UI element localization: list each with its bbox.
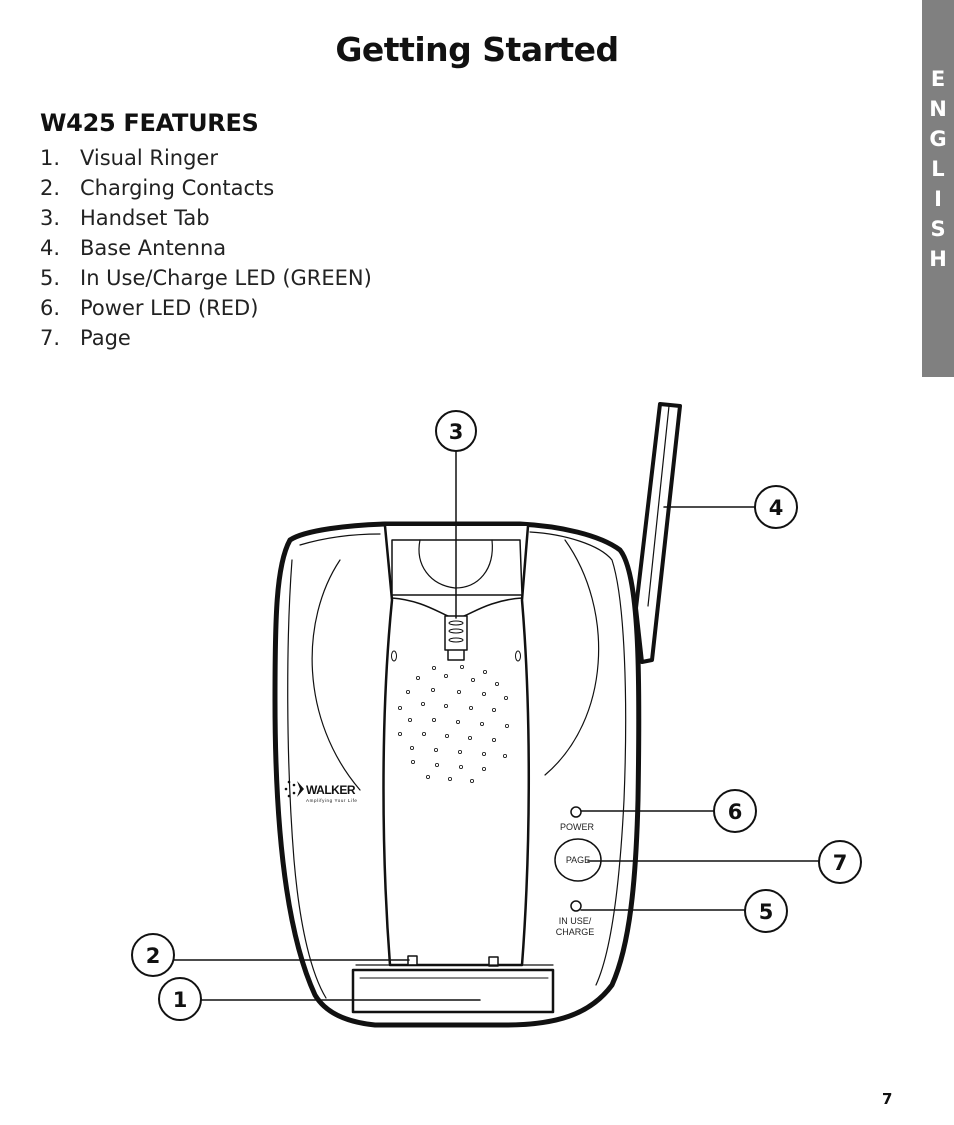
item-label: Handset Tab <box>80 206 210 230</box>
features-list: 1. Visual Ringer 2. Charging Contacts 3. Ha… <box>40 143 372 353</box>
language-tab: E N G L I S H <box>922 0 954 377</box>
list-item: 3. Handset Tab <box>40 203 372 233</box>
language-tab-letter: E <box>930 67 946 91</box>
brand-name: WALKER <box>306 783 356 797</box>
page-button <box>554 838 602 882</box>
language-tab-letter: N <box>929 97 947 121</box>
walker-logo: WALKER Amplifying Your Life <box>284 780 358 803</box>
item-label: Base Antenna <box>80 236 227 260</box>
callout-6: 6 <box>728 800 743 824</box>
in-use-label: IN USE/ <box>559 916 592 926</box>
charging-contact-right <box>488 956 499 967</box>
item-number: 7. <box>40 326 61 350</box>
list-item: 1. Visual Ringer <box>40 143 372 173</box>
callout-5: 5 <box>759 900 774 924</box>
callout-2: 2 <box>146 944 161 968</box>
item-label: Charging Contacts <box>80 176 275 200</box>
callout-4: 4 <box>769 496 784 520</box>
item-number: 2. <box>40 176 61 200</box>
speaker-grille <box>397 665 509 784</box>
language-tab-letter: L <box>931 157 945 181</box>
list-item: 5. In Use/Charge LED (GREEN) <box>40 263 372 293</box>
brand-tagline: Amplifying Your Life <box>306 798 358 803</box>
list-item: 7. Page <box>40 323 372 353</box>
item-number: 6. <box>40 296 61 320</box>
item-number: 5. <box>40 266 61 290</box>
callout-1: 1 <box>173 988 188 1012</box>
charge-label: CHARGE <box>556 927 595 937</box>
item-label: Power LED (RED) <box>80 296 259 320</box>
visual-ringer <box>351 968 555 1014</box>
item-number: 3. <box>40 206 61 230</box>
item-label: Visual Ringer <box>80 146 218 170</box>
list-item: 6. Power LED (RED) <box>40 293 372 323</box>
page-number: 7 <box>882 1090 893 1108</box>
item-number: 1. <box>40 146 61 170</box>
language-tab-letter: I <box>934 187 942 211</box>
list-item: 2. Charging Contacts <box>40 173 372 203</box>
item-number: 4. <box>40 236 61 260</box>
item-label: In Use/Charge LED (GREEN) <box>80 266 372 290</box>
features-heading: W425 FEATURES <box>40 109 259 137</box>
language-tab-letter: H <box>929 247 947 271</box>
callout-7: 7 <box>833 851 848 875</box>
page-button-label: PAGE <box>566 855 590 865</box>
page-title: Getting Started <box>335 30 619 69</box>
power-led <box>570 806 582 818</box>
list-item: 4. Base Antenna <box>40 233 372 263</box>
callout-3: 3 <box>449 420 464 444</box>
power-label: POWER <box>560 822 595 832</box>
language-tab-letter: S <box>930 217 946 241</box>
base-antenna <box>634 402 682 664</box>
in-use-charge-led <box>570 900 582 912</box>
item-label: Page <box>80 326 131 350</box>
language-tab-letter: G <box>929 127 947 151</box>
